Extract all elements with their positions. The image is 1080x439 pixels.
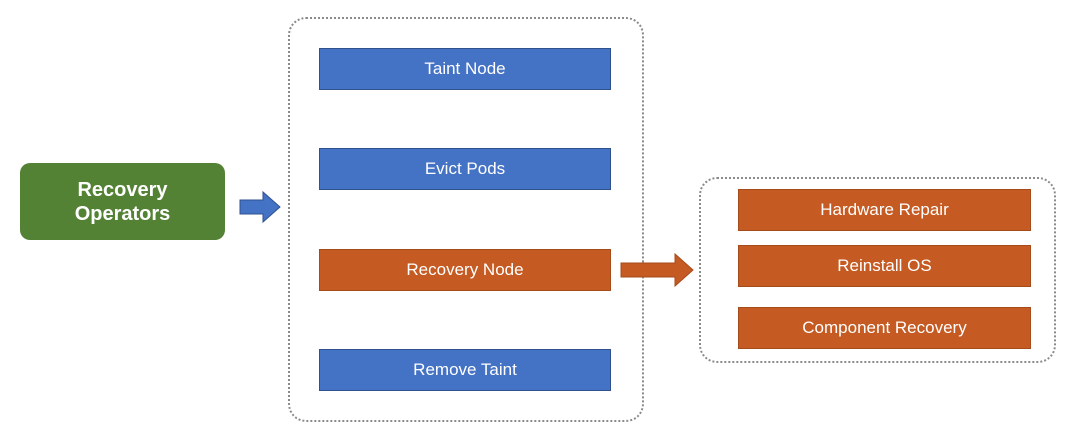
action-component-recovery-label: Component Recovery bbox=[802, 318, 967, 337]
step-evict-pods: Evict Pods bbox=[319, 148, 611, 190]
action-reinstall-os: Reinstall OS bbox=[738, 245, 1031, 287]
action-reinstall-os-label: Reinstall OS bbox=[837, 256, 932, 275]
recovery-operators-label: Recovery Operators bbox=[74, 178, 171, 225]
node-recovery-steps-group bbox=[288, 17, 644, 422]
step-evict-pods-label: Evict Pods bbox=[424, 159, 506, 178]
recovery-actions-group bbox=[699, 177, 1056, 363]
step-taint-node: Taint Node bbox=[319, 48, 611, 90]
action-component-recovery: Component Recovery bbox=[738, 307, 1031, 349]
recovery-operators-box: Recovery Operators bbox=[20, 163, 225, 240]
step-remove-taint: Remove Taint bbox=[319, 349, 611, 391]
right-arrow-icon bbox=[620, 252, 694, 288]
step-recovery-node-label: Recovery Node bbox=[406, 260, 524, 279]
action-hardware-repair-label: Hardware Repair bbox=[820, 200, 949, 219]
right-arrow-icon bbox=[239, 190, 281, 224]
action-hardware-repair: Hardware Repair bbox=[738, 189, 1031, 231]
step-recovery-node: Recovery Node bbox=[319, 249, 611, 291]
step-taint-node-label: Taint Node bbox=[424, 59, 506, 78]
step-remove-taint-label: Remove Taint bbox=[413, 360, 517, 379]
